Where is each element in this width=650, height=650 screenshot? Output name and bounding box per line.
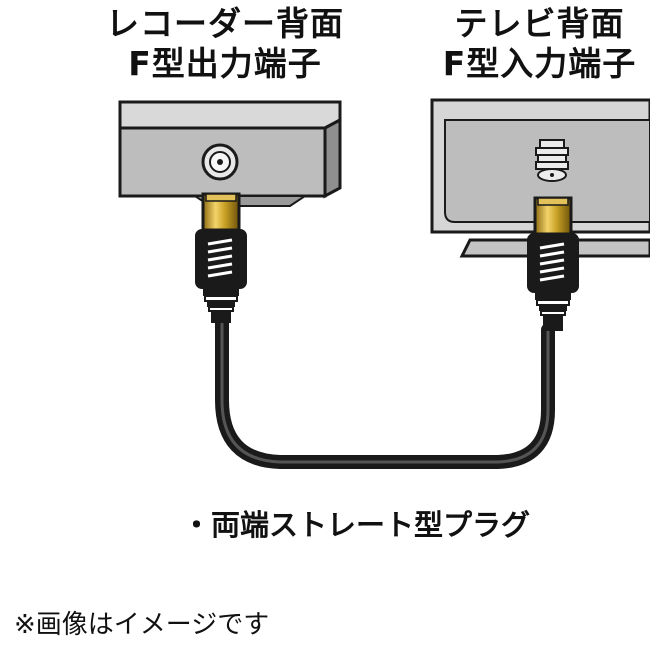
tv-label-line2: F型入力端子 [442,44,637,83]
coaxial-cable [215,315,555,469]
recorder-device [118,100,342,207]
recorder-rear-label: レコーダー背面 F型出力端子 [90,4,360,84]
recorder-side [323,117,342,199]
tv-side-plug [527,196,579,331]
tv-label-line1: テレビ背面 [454,4,625,43]
tv-f-input-terminal [535,139,569,182]
coaxial-cable-highlight [220,322,550,464]
plug-type-caption: ・両端ストレート型プラグ [182,508,531,542]
recorder-f-output-terminal [201,143,239,181]
recorder-label-line1: レコーダー背面 [106,4,344,43]
image-disclaimer-note: ※画像はイメージです [14,610,270,640]
tv-rear-label: テレビ背面 F型入力端子 [422,4,650,84]
recorder-side-plug [195,192,247,323]
recorder-top [118,100,342,130]
recorder-label-line2: F型出力端子 [128,44,322,83]
